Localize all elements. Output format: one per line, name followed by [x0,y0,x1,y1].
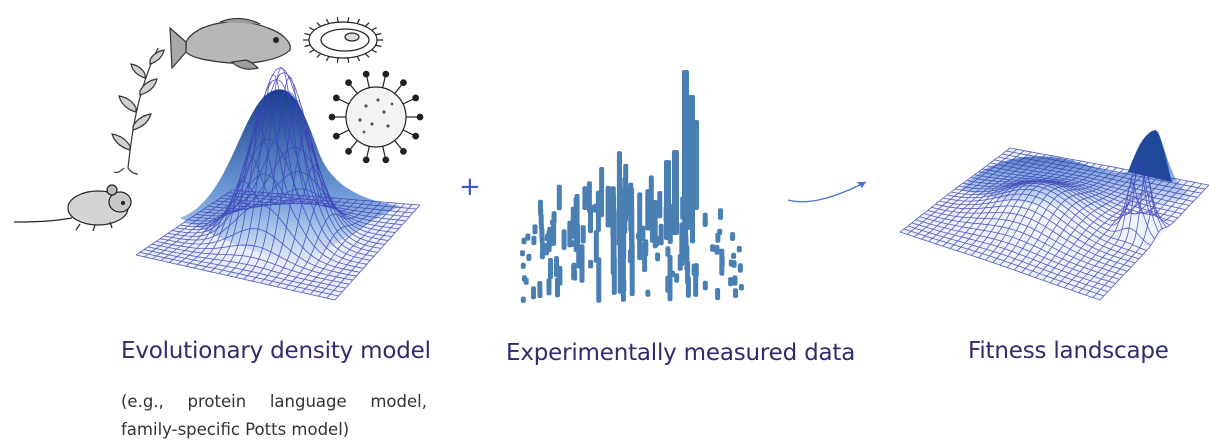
subtitle-line-2: family-specific Potts model) [121,420,350,439]
mouse-icon [13,184,132,232]
arrow-icon [787,181,867,203]
fish-icon [169,17,291,70]
evolutionary-density-subtitle: (e.g., protein language model, family-sp… [121,388,427,444]
plant-icon [111,47,165,175]
experimental-data-title: Experimentally measured data [506,340,856,366]
fitness-surface [899,130,1209,301]
subtitle-line-1: (e.g., protein language model, [121,392,427,411]
protist-icon [303,17,383,63]
evolutionary-density-title: Evolutionary density model [121,338,431,364]
experimental-data-bars [520,70,744,303]
plus-operator: + [459,172,481,202]
fitness-landscape-title: Fitness landscape [968,338,1169,364]
evolutionary-surface [135,66,421,301]
virus-icon [328,70,424,164]
